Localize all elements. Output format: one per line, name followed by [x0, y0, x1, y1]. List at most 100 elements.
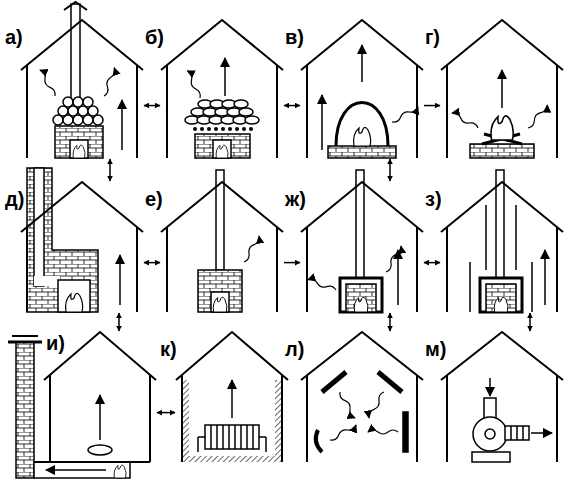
house-node: м)	[441, 332, 563, 462]
radiator-part	[183, 380, 189, 462]
radiant-panels-part	[368, 430, 398, 434]
dome-hearth-part	[391, 105, 419, 123]
figure-letter: и)	[46, 332, 65, 355]
stone-heater-part	[73, 145, 85, 158]
house-node: а)	[21, 20, 143, 158]
stone-heater-part	[186, 70, 202, 99]
dome-hearth	[322, 45, 419, 158]
radiant-panels-part	[338, 391, 356, 419]
figure-letter: з)	[425, 188, 442, 211]
floor-flue-part	[114, 465, 126, 478]
fan-heater-part	[511, 426, 523, 440]
transition-arrow	[144, 105, 160, 107]
house-outline	[441, 20, 563, 158]
stone-heater-part	[235, 127, 239, 131]
fan-heater-part	[489, 378, 491, 396]
transition-arrow	[284, 262, 300, 264]
cased-stove-part	[515, 205, 517, 270]
dome-hearth-part	[361, 45, 363, 82]
open-fire	[451, 70, 549, 158]
stove-part	[242, 235, 260, 263]
floor-flue-part	[16, 342, 34, 478]
stone-heater-part	[193, 127, 253, 131]
stone-heater-part	[193, 127, 197, 131]
house-outline	[301, 332, 423, 462]
house-line	[441, 20, 563, 158]
fan-heater-part	[473, 417, 507, 451]
radiant-panels-part	[403, 412, 408, 452]
cased-stove-part	[486, 284, 516, 312]
transition-arrow	[144, 262, 160, 264]
transition-arrow	[389, 159, 391, 181]
stove	[198, 170, 261, 312]
figure-letter: д)	[5, 188, 24, 211]
stone-heater-part	[234, 100, 248, 108]
fan-heater-part	[531, 432, 552, 434]
brick-stove-part	[27, 168, 98, 312]
open-fire-part	[491, 116, 513, 140]
iron-stove-part	[340, 278, 382, 312]
house-line	[301, 20, 423, 158]
stone-heater-part	[200, 127, 204, 131]
cased-stove	[470, 170, 545, 312]
figure-letter: к)	[160, 338, 177, 361]
house-line	[441, 332, 563, 462]
house-outline	[21, 20, 143, 158]
house-outline	[441, 332, 563, 462]
cased-stove-part	[469, 262, 471, 312]
transition-arrow	[424, 105, 440, 107]
house-outline	[441, 182, 563, 312]
house-line	[301, 182, 423, 312]
stone-heater-part	[55, 126, 103, 158]
transition-arrow	[109, 159, 111, 181]
house-outline	[176, 332, 288, 462]
open-fire-part	[526, 104, 548, 130]
iron-stove-part	[307, 278, 337, 292]
transition-arrow	[389, 313, 391, 331]
figure-letter: б)	[145, 26, 164, 49]
open-fire-part	[451, 111, 479, 129]
iron-stove	[307, 170, 403, 312]
dome-hearth-part	[321, 95, 323, 150]
house-outline	[21, 182, 143, 312]
stone-heater-part	[245, 116, 259, 124]
house-line	[21, 182, 143, 312]
house-line	[44, 332, 156, 462]
fan-heater-part	[485, 429, 495, 439]
cased-stove-part	[531, 262, 533, 312]
dome-hearth-part	[354, 127, 371, 146]
stone-heater-part	[70, 140, 88, 158]
figure-letter: е)	[145, 188, 163, 211]
house-outline	[161, 182, 283, 312]
house-outline	[301, 20, 423, 158]
stone-heater-part	[102, 67, 116, 97]
radiator-part	[205, 425, 259, 449]
figure-letter: ж)	[285, 188, 306, 211]
brick-stove-part	[34, 276, 60, 286]
radiator-part	[211, 425, 253, 449]
floor-flue-part	[12, 335, 38, 337]
house-node: и)	[44, 332, 156, 462]
radiator	[183, 380, 281, 462]
stone-heater-part	[221, 127, 225, 131]
house-node: д)	[21, 182, 143, 312]
stone-heater-part	[64, 2, 87, 10]
stone-heater-part	[195, 134, 250, 158]
dome-hearth-part	[336, 103, 388, 147]
stove-part	[211, 292, 229, 312]
dome-hearth-part	[328, 146, 396, 158]
house-node: з)	[441, 182, 563, 312]
stone-heater-part	[213, 140, 231, 158]
transition-arrow	[529, 313, 531, 331]
brick-stove-part	[58, 280, 90, 312]
transition-arrow	[424, 262, 440, 264]
radiator-part	[198, 437, 266, 452]
transition-arrow	[157, 412, 175, 414]
stove-part	[198, 270, 242, 312]
brick-stove-part	[34, 168, 44, 286]
house-node: л)	[301, 332, 423, 462]
stone-heater	[38, 2, 122, 158]
stone-heater-part	[239, 108, 253, 116]
